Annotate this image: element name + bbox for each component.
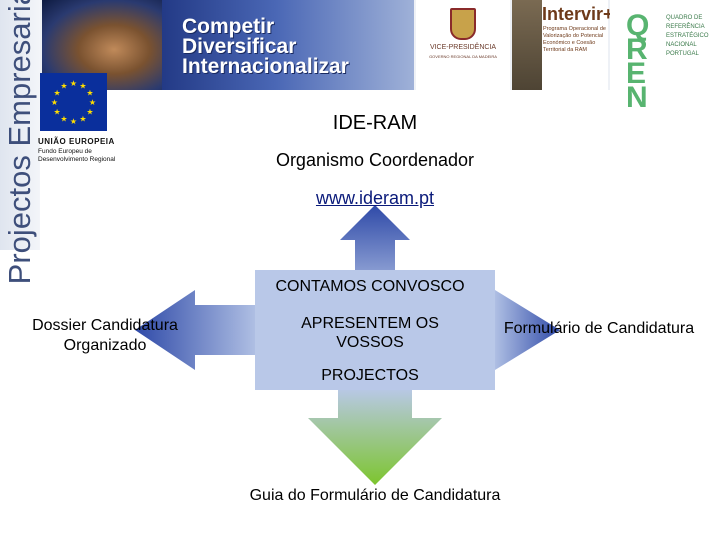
eu-stars: ★★★★★★★★★★★★ bbox=[51, 79, 96, 126]
arrow-bottom-label: Guia do Formulário de Candidatura bbox=[249, 487, 501, 504]
vice-presidencia-sublabel: GOVERNO REGIONAL DA MADEIRA bbox=[429, 54, 497, 59]
eu-caption-title: UNIÃO EUROPEIA bbox=[38, 137, 115, 146]
intervir-logo bbox=[542, 0, 608, 90]
eu-star-icon: ★ bbox=[70, 117, 77, 126]
intervir-photo bbox=[512, 0, 542, 90]
intervir-title: Intervir+ bbox=[542, 4, 614, 24]
website-link[interactable]: www.ideram.pt bbox=[315, 188, 435, 208]
page-title: IDE-RAM bbox=[332, 112, 418, 134]
arrow-left-shape bbox=[135, 290, 265, 370]
slogan-line: Diversificar bbox=[182, 35, 297, 58]
slogan-line: Internacionalizar bbox=[182, 55, 349, 78]
eu-star-icon: ★ bbox=[70, 79, 77, 88]
arrow-top-label: CONTAMOS CONVOSCO bbox=[275, 278, 465, 295]
eu-star-icon: ★ bbox=[86, 108, 93, 117]
side-strip bbox=[0, 0, 40, 250]
eu-star-icon: ★ bbox=[60, 82, 67, 91]
arrow-right-label: Formulário de Candidatura bbox=[503, 320, 695, 337]
eu-star-icon: ★ bbox=[79, 114, 86, 123]
arrow-down-shape bbox=[308, 388, 442, 485]
qren-caption: QUADRO DE REFERÊNCIA ESTRATÉGICO NACIONA… bbox=[666, 15, 709, 57]
eu-star-icon: ★ bbox=[53, 108, 60, 117]
eu-star-icon: ★ bbox=[89, 98, 96, 107]
qren-logo: QREN bbox=[626, 9, 650, 114]
vice-presidencia-label: VICE-PRESIDÊNCIA bbox=[429, 44, 497, 51]
intervir-subtitle: Programa Operacional de Valorização do P… bbox=[543, 26, 606, 53]
page-subtitle: Organismo Coordenador bbox=[275, 150, 475, 170]
slogan-panel bbox=[162, 0, 414, 90]
slogan-line: Competir bbox=[182, 15, 275, 38]
qren-logo-panel bbox=[610, 0, 720, 90]
crest-icon bbox=[450, 8, 476, 40]
arrow-center-shape bbox=[255, 270, 495, 390]
arrow-right-shape bbox=[490, 290, 560, 370]
eu-star-icon: ★ bbox=[79, 82, 86, 91]
eu-star-icon: ★ bbox=[86, 89, 93, 98]
arrow-center-bottom-label: PROJECTOS bbox=[321, 367, 419, 384]
arrow-center-label: APRESENTEM OS VOSSOS bbox=[301, 315, 439, 351]
eu-star-icon: ★ bbox=[51, 98, 58, 107]
eu-star-icon: ★ bbox=[60, 114, 67, 123]
arrow-left-label: Dossier Candidatura Organizado bbox=[32, 317, 178, 354]
eu-flag-icon bbox=[40, 73, 107, 131]
eu-caption-body: Fundo Europeu de Desenvolvimento Regiona… bbox=[38, 148, 116, 163]
eu-star-icon: ★ bbox=[53, 89, 60, 98]
